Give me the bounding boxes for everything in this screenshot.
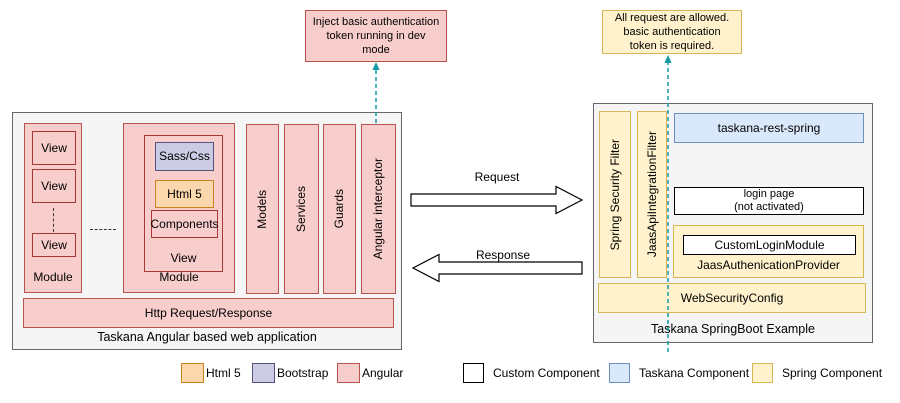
web-security-config-box: WebSecurityConfig xyxy=(598,283,866,313)
view-box-3: View xyxy=(32,233,76,257)
view-label: View xyxy=(41,178,67,193)
angular-interceptor-label: Angular interceptor xyxy=(371,158,386,260)
module-box-1: View View View Module xyxy=(24,123,82,293)
html5-swatch xyxy=(181,363,204,383)
taskana-component-swatch xyxy=(609,363,630,383)
auth-required-note: All request are allowed. basic authentic… xyxy=(602,10,742,54)
guards-column: Guards xyxy=(323,124,356,294)
legend-item-custom-component: Custom Component xyxy=(463,363,600,383)
angular-swatch xyxy=(337,363,360,383)
dev-mode-note-text: Inject basic authentication token runnin… xyxy=(312,15,440,57)
jaas-authentication-provider-label: JaasAuthenicationProvider xyxy=(697,257,840,272)
taskana-rest-spring-label: taskana-rest-spring xyxy=(717,120,821,135)
legend-label: Custom Component xyxy=(493,366,600,380)
spring-component-swatch xyxy=(752,363,773,383)
view-label: View xyxy=(41,140,67,155)
view-container-box: Sass/Css Html 5 Components View xyxy=(144,135,223,272)
springboot-title: Taskana SpringBoot Example xyxy=(651,322,815,336)
services-column: Services xyxy=(284,124,319,294)
legend-item-html5: Html 5 xyxy=(181,363,241,383)
module-box-2: Sass/Css Html 5 Components View Module xyxy=(123,123,235,293)
module-label: Module xyxy=(33,269,73,284)
angular-app-title: Taskana Angular based web application xyxy=(97,330,317,344)
bootstrap-swatch xyxy=(252,363,275,383)
legend-label: Angular xyxy=(362,366,404,380)
guards-label: Guards xyxy=(332,189,347,229)
auth-required-note-text: All request are allowed. basic authentic… xyxy=(614,11,730,53)
legend-item-taskana-component: Taskana Component xyxy=(609,363,749,383)
request-arrow xyxy=(410,185,584,215)
springboot-container: Spring Security Filter JaasApiIntegratio… xyxy=(593,103,873,343)
angular-app-container: View View View Module Sass/Css Html 5 xyxy=(12,112,402,350)
dev-mode-note: Inject basic authentication token runnin… xyxy=(305,10,447,62)
components-label: Components xyxy=(150,216,219,231)
spring-security-filter-label: Spring Security Filter xyxy=(607,138,622,251)
custom-login-module-label: CustomLoginModule xyxy=(714,237,825,252)
view-box-2: View xyxy=(32,169,76,203)
jaas-api-integration-filter-column: JaasApiIntegrationFilter xyxy=(637,111,667,278)
view-box-1: View xyxy=(32,131,76,165)
html5-box: Html 5 xyxy=(155,180,214,208)
custom-login-module-box: CustomLoginModule xyxy=(683,235,856,255)
legend-label: Spring Component xyxy=(782,366,883,380)
legend-item-bootstrap: Bootstrap xyxy=(252,363,328,383)
legend-label: Html 5 xyxy=(206,366,241,380)
response-arrow-label: Response xyxy=(475,248,531,262)
sass-css-label: Sass/Css xyxy=(159,149,210,164)
angular-interceptor-column: Angular interceptor xyxy=(361,124,396,294)
taskana-rest-spring-box: taskana-rest-spring xyxy=(674,113,864,143)
horizontal-ellipsis xyxy=(90,229,116,230)
http-bar-label: Http Request/Response xyxy=(144,305,273,320)
web-security-config-label: WebSecurityConfig xyxy=(680,290,784,305)
custom-component-swatch xyxy=(463,363,484,383)
request-arrow-label: Request xyxy=(474,170,520,184)
legend-item-spring-component: Spring Component xyxy=(752,363,882,383)
jaas-authentication-provider-box: CustomLoginModule JaasAuthenicationProvi… xyxy=(673,225,864,278)
services-label: Services xyxy=(294,185,309,232)
http-request-response-bar: Http Request/Response xyxy=(23,298,394,328)
auth-note-connector-arrowhead xyxy=(664,55,672,63)
login-page-label: login page (not activated) xyxy=(734,187,804,213)
models-column: Models xyxy=(246,124,279,294)
models-label: Models xyxy=(255,189,270,229)
login-page-box: login page (not activated) xyxy=(674,187,864,215)
inner-view-label: View xyxy=(170,250,197,265)
html5-label: Html 5 xyxy=(167,186,202,201)
vertical-ellipsis xyxy=(53,208,54,232)
jaas-api-integration-filter-label: JaasApiIntegrationFilter xyxy=(644,131,659,258)
view-label: View xyxy=(41,237,67,252)
legend-item-angular: Angular xyxy=(337,363,403,383)
legend-label: Taskana Component xyxy=(639,366,750,380)
legend-label: Bootstrap xyxy=(277,366,329,380)
dev-note-connector-arrowhead xyxy=(372,62,380,70)
module-label: Module xyxy=(159,269,199,284)
spring-security-filter-column: Spring Security Filter xyxy=(599,111,631,278)
sass-css-box: Sass/Css xyxy=(155,142,214,171)
components-box: Components xyxy=(150,210,219,238)
